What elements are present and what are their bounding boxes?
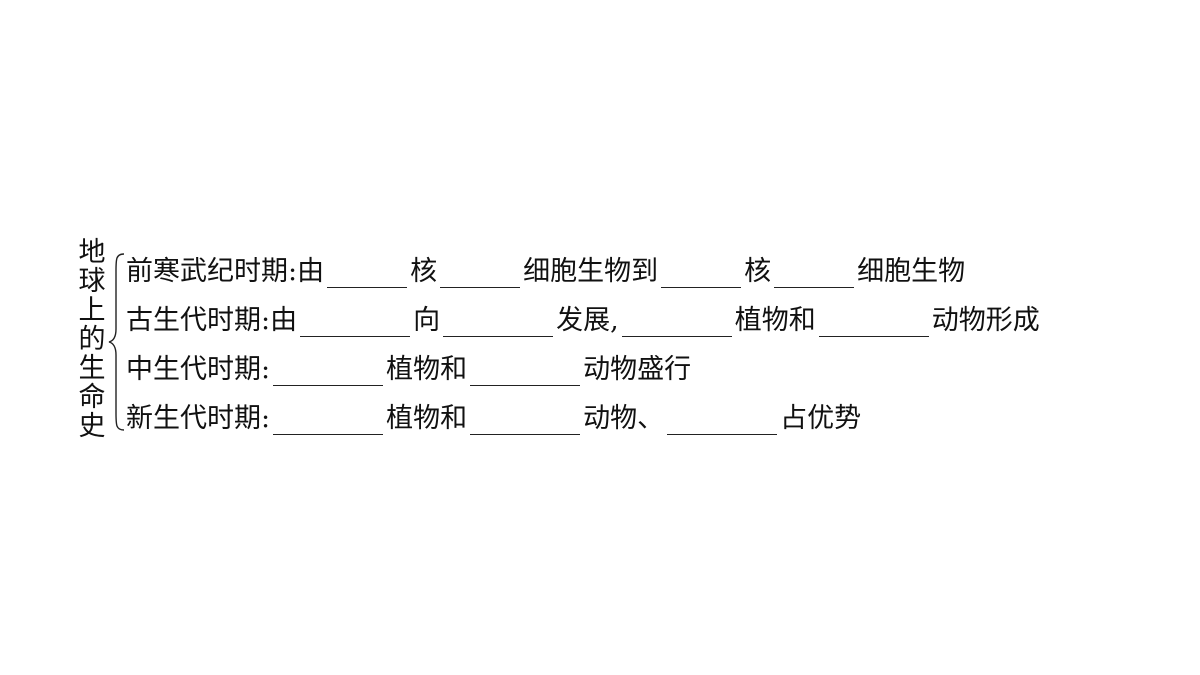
row-label: 中生代时期:: [126, 354, 271, 385]
life-history-outline: 地 球 上 的 生 命 史 前寒武纪时期:由 核 细胞生物到 核 细胞生物 古生…: [76, 238, 1156, 453]
row-text: 细胞生物: [857, 256, 966, 287]
curly-brace: [108, 253, 125, 431]
title-char: 生: [78, 353, 106, 384]
cenozoic-row: 新生代时期: 植物和 动物、 占优势: [126, 394, 1040, 443]
title-char: 地: [78, 237, 106, 268]
blank-line[interactable]: [818, 305, 929, 337]
paleozoic-row: 古生代时期:由 向 发展, 植物和 动物形成: [126, 296, 1040, 345]
row-text: 植物和: [386, 354, 468, 385]
blank-line[interactable]: [661, 256, 742, 288]
title-char: 命: [78, 382, 106, 413]
vertical-title: 地 球 上 的 生 命 史: [76, 238, 108, 441]
title-char: 上: [78, 295, 106, 326]
row-text: 发展,: [556, 305, 619, 336]
blank-line[interactable]: [273, 403, 384, 435]
row-text: 植物和: [734, 305, 816, 336]
row-text: 动物、: [583, 403, 665, 434]
blank-line[interactable]: [327, 256, 408, 288]
precambrian-row: 前寒武纪时期:由 核 细胞生物到 核 细胞生物: [126, 247, 1040, 296]
title-char: 球: [78, 266, 106, 297]
mesozoic-row: 中生代时期: 植物和 动物盛行: [126, 345, 1040, 394]
row-text: 动物盛行: [583, 354, 692, 385]
blank-line[interactable]: [667, 403, 778, 435]
blank-line[interactable]: [470, 354, 581, 386]
blank-line[interactable]: [300, 305, 411, 337]
row-text: 动物形成: [931, 305, 1040, 336]
blank-line[interactable]: [443, 305, 554, 337]
blank-line[interactable]: [774, 256, 855, 288]
row-label: 新生代时期:: [126, 403, 271, 434]
title-char: 的: [78, 324, 106, 355]
row-text: 向: [413, 305, 441, 336]
row-label: 古生代时期:由: [126, 305, 298, 336]
row-text: 核: [744, 256, 772, 287]
row-text: 占优势: [780, 403, 862, 434]
row-text: 植物和: [386, 403, 468, 434]
blank-line[interactable]: [621, 305, 732, 337]
row-text: 核: [410, 256, 438, 287]
row-text: 细胞生物到: [523, 256, 659, 287]
row-label: 前寒武纪时期:由: [126, 256, 325, 287]
blank-line[interactable]: [470, 403, 581, 435]
outline-lines: 前寒武纪时期:由 核 细胞生物到 核 细胞生物 古生代时期:由 向 发展, 植物…: [126, 247, 1040, 443]
blank-line[interactable]: [273, 354, 384, 386]
title-char: 史: [78, 411, 106, 442]
blank-line[interactable]: [440, 256, 521, 288]
